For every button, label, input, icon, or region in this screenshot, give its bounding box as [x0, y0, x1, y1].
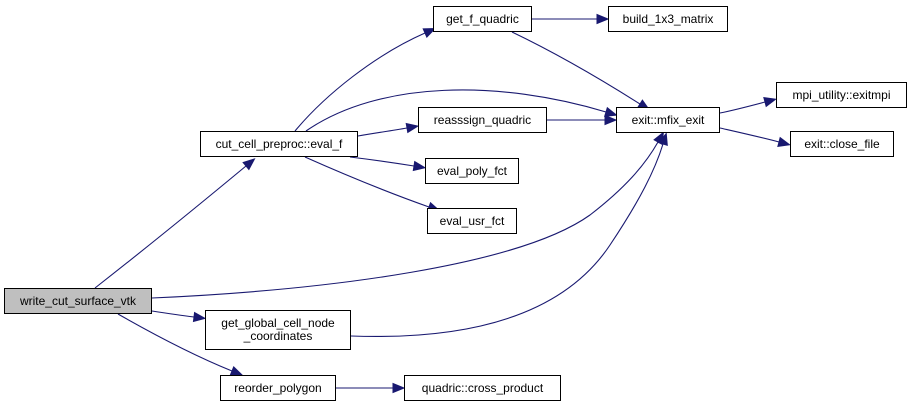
edge-exit-mfix-exit-to-exit-close-file: [719, 127, 780, 143]
arrowhead-icon: [192, 311, 207, 323]
node-reorder-polygon[interactable]: reorder_polygon: [220, 375, 336, 401]
arrowhead-icon: [229, 365, 244, 376]
arrowhead-icon: [777, 136, 791, 147]
edge-write-cut-surface-vtk-to-cut-cell-preproc-eval-f: [94, 165, 247, 289]
edge-cut-cell-preproc-eval-f-to-eval-usr-fct: [304, 156, 430, 208]
arrowhead-icon: [604, 114, 618, 126]
arrowhead-icon: [405, 122, 420, 134]
arrowhead-icon: [422, 28, 437, 39]
arrowhead-icon: [604, 106, 618, 117]
edge-get-f-quadric-to-exit-mfix-exit: [511, 31, 641, 105]
node-reasssign-quadric[interactable]: reasssign_quadric: [418, 107, 547, 133]
edge-exit-mfix-exit-to-mpi-utility-exitmpi: [719, 101, 766, 114]
edge-write-cut-surface-vtk-to-exit-mfix-exit: [151, 141, 659, 299]
node-eval-poly-fct[interactable]: eval_poly_fct: [425, 158, 519, 184]
edge-write-cut-surface-vtk-to-reorder-polygon: [117, 313, 233, 372]
edge-write-cut-surface-vtk-to-get-global-cell-node-coordinates: [151, 310, 195, 318]
arrowhead-icon: [412, 160, 427, 172]
node-mpi-utility-exitmpi[interactable]: mpi_utility::exitmpi: [776, 82, 907, 108]
node-eval-usr-fct[interactable]: eval_usr_fct: [427, 208, 517, 234]
node-quadric-cross-product[interactable]: quadric::cross_product: [404, 375, 561, 401]
node-build-1x3-matrix[interactable]: build_1x3_matrix: [608, 6, 728, 32]
arrowhead-icon: [657, 132, 668, 147]
edge-cut-cell-preproc-eval-f-to-exit-mfix-exit: [305, 89, 607, 132]
node-get-global-cell-node-coordinates[interactable]: get_global_cell_node _coordinates: [205, 310, 351, 350]
arrowhead-icon: [763, 97, 777, 108]
arrowhead-icon: [242, 158, 256, 171]
edge-cut-cell-preproc-eval-f-to-get-f-quadric: [294, 32, 426, 132]
node-get-f-quadric[interactable]: get_f_quadric: [433, 6, 532, 32]
node-exit-mfix-exit[interactable]: exit::mfix_exit: [616, 107, 720, 133]
edge-cut-cell-preproc-eval-f-to-eval-poly-fct: [349, 156, 415, 167]
node-write-cut-surface-vtk[interactable]: write_cut_surface_vtk: [4, 288, 152, 314]
node-exit-close-file[interactable]: exit::close_file: [790, 131, 894, 157]
arrowhead-icon: [596, 13, 610, 25]
arrowhead-icon: [392, 382, 406, 394]
node-cut-cell-preproc-eval-f[interactable]: cut_cell_preproc::eval_f: [200, 131, 358, 157]
edge-get-global-cell-node-coordinates-to-exit-mfix-exit: [350, 143, 664, 337]
edge-cut-cell-preproc-eval-f-to-reasssign-quadric: [357, 127, 408, 137]
